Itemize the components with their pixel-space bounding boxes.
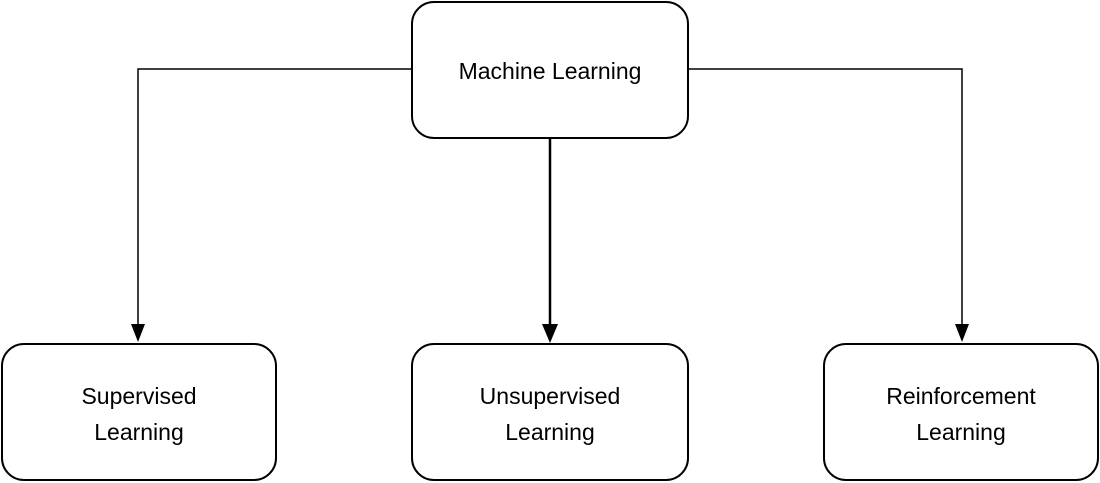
node-reinforcement-learning: Reinforcement Learning: [823, 343, 1099, 481]
node-unsupervised-learning: Unsupervised Learning: [411, 343, 689, 481]
node-reinforcement-learning-line2: Learning: [916, 419, 1006, 445]
arrowhead-supervised: [131, 324, 145, 342]
node-supervised-learning-line1: Supervised: [81, 383, 196, 409]
arrowhead-reinforcement: [955, 324, 969, 342]
edges: [131, 68, 969, 343]
node-unsupervised-learning-line1: Unsupervised: [480, 383, 621, 409]
edge-root-to-supervised: [137, 68, 412, 326]
node-supervised-learning: Supervised Learning: [1, 343, 277, 481]
node-supervised-learning-line2: Learning: [94, 419, 184, 445]
node-machine-learning: Machine Learning: [411, 1, 689, 139]
node-unsupervised-learning-line2: Learning: [505, 419, 595, 445]
node-machine-learning-label: Machine Learning: [459, 58, 642, 84]
arrowhead-unsupervised: [542, 324, 558, 343]
node-reinforcement-learning-line1: Reinforcement: [886, 383, 1036, 409]
edge-root-to-reinforcement: [688, 68, 963, 326]
